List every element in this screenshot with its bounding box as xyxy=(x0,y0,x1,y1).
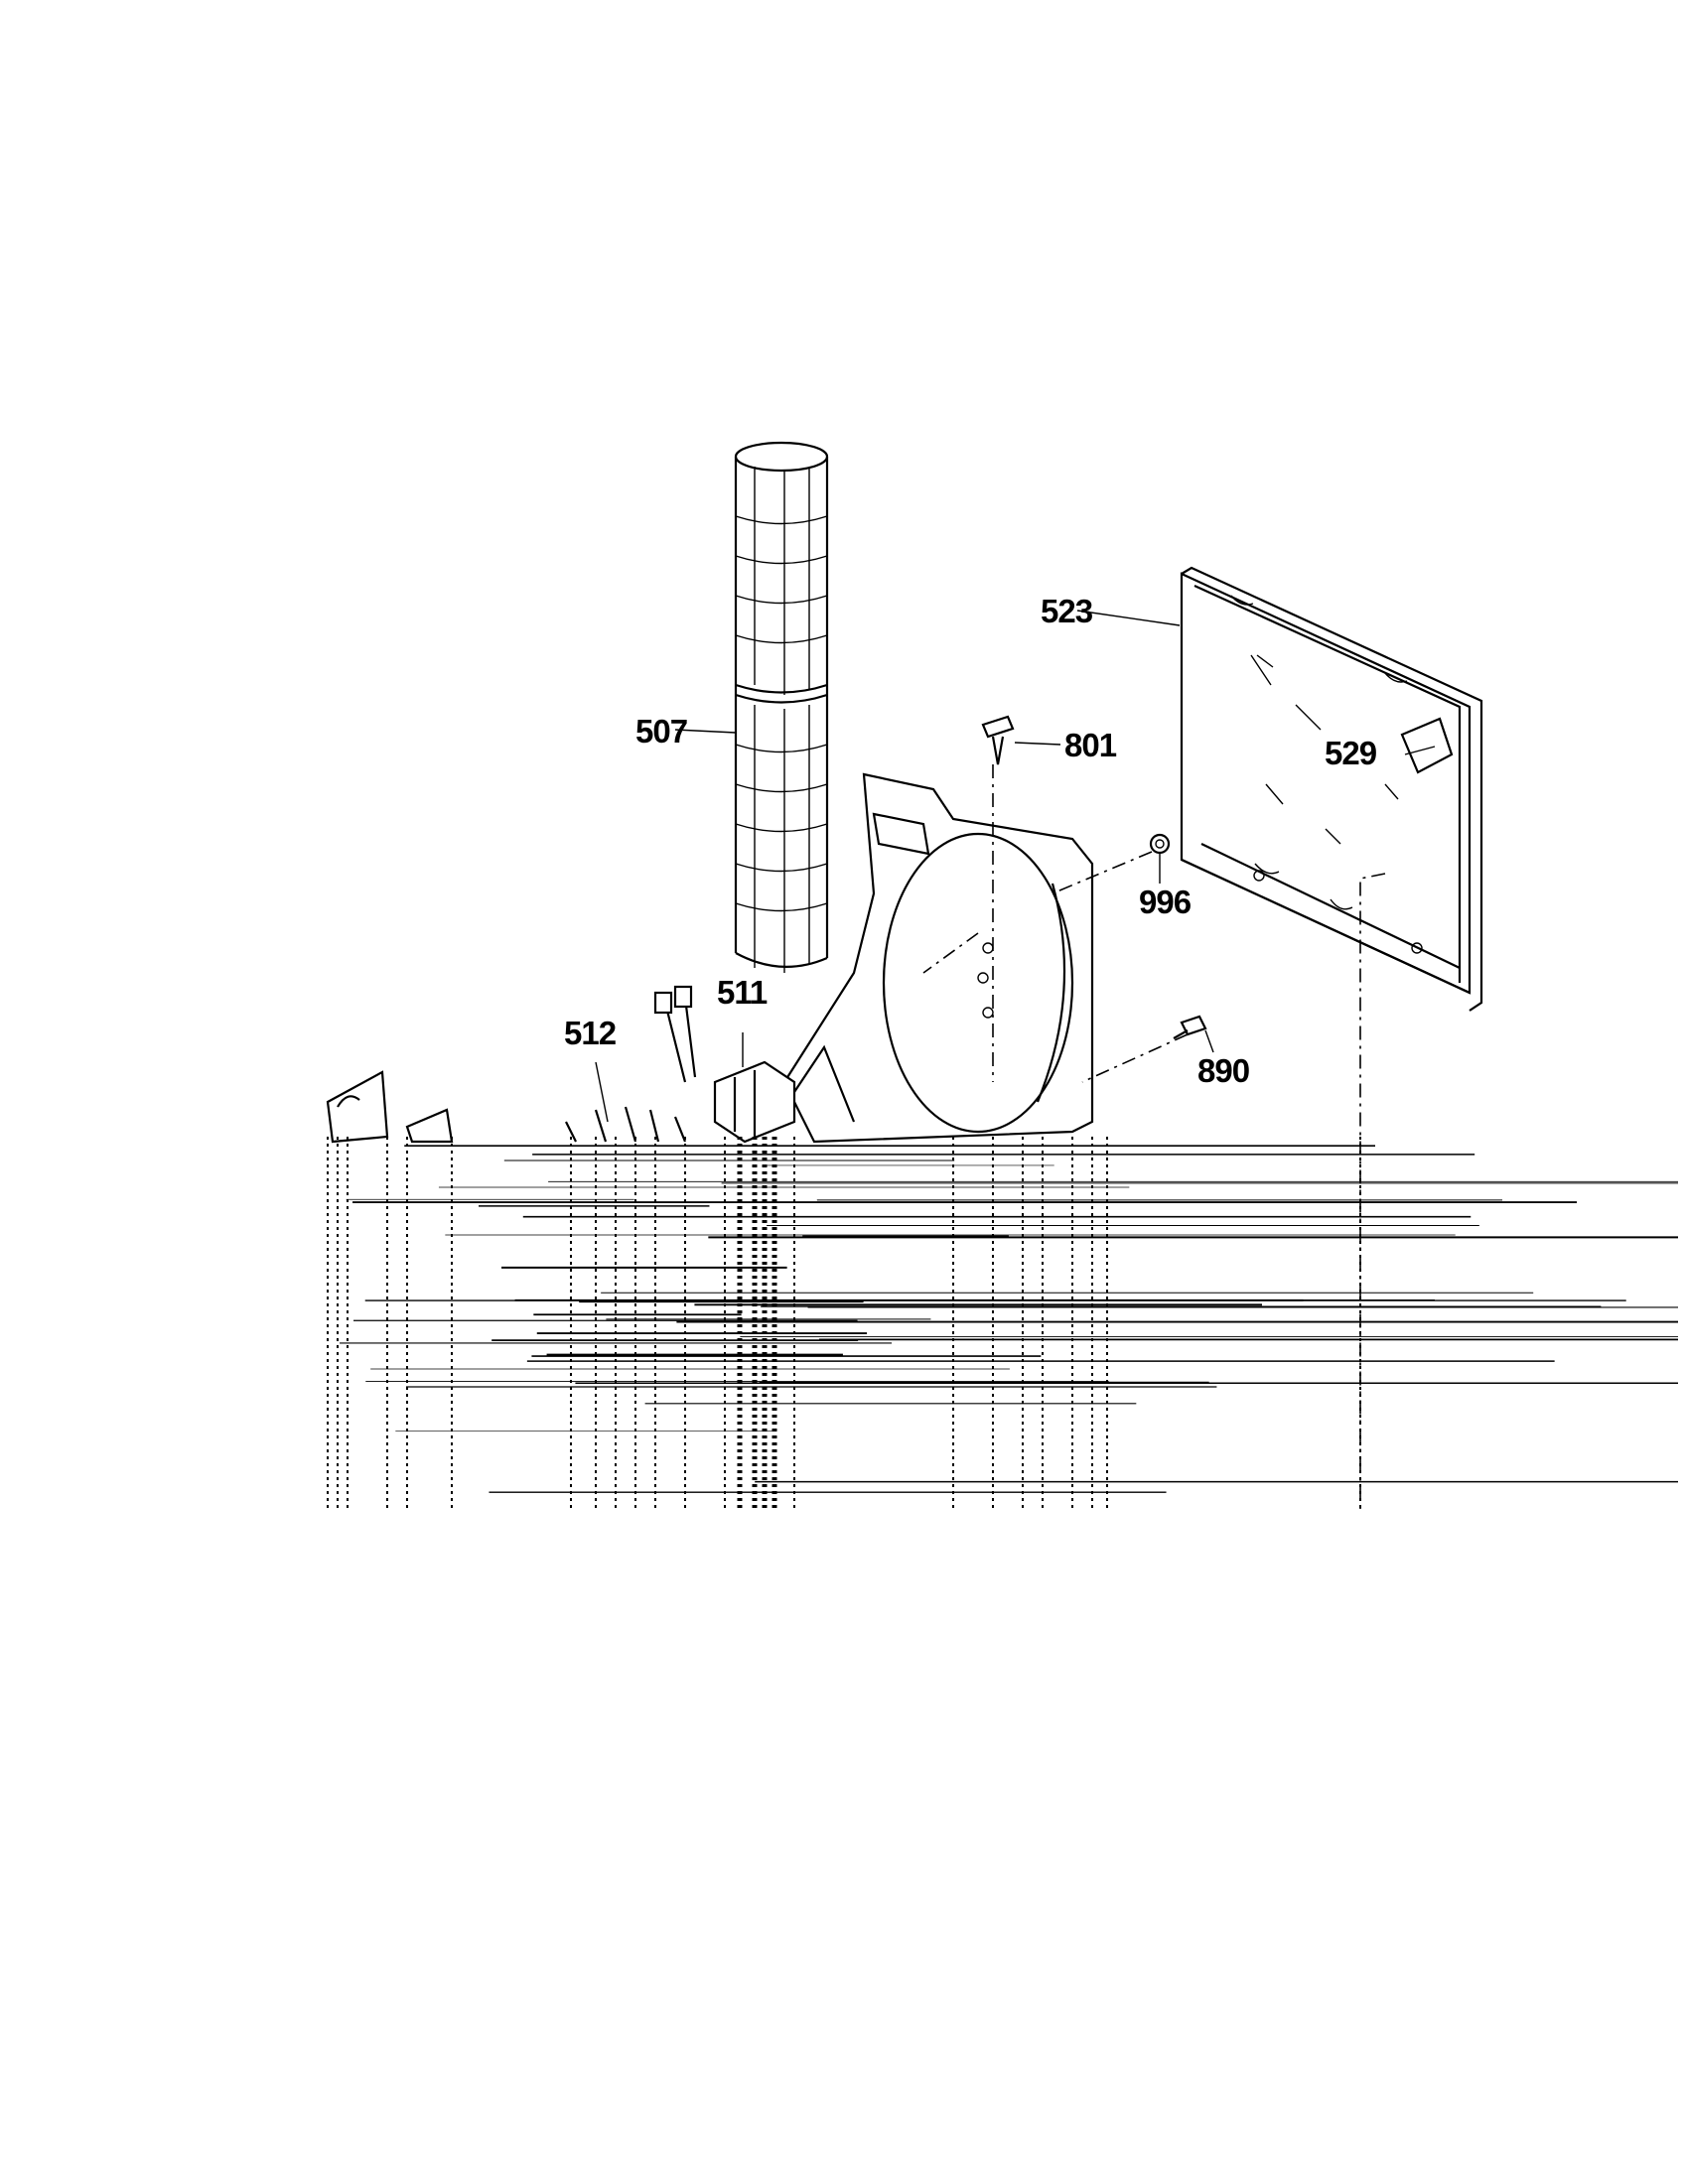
motor-511-part xyxy=(653,985,796,1144)
callout-512: 512 xyxy=(564,1015,617,1051)
callout-523: 523 xyxy=(1041,593,1093,629)
callout-890: 890 xyxy=(1197,1052,1249,1089)
callout-529: 529 xyxy=(1325,735,1377,771)
blower-wheel-part xyxy=(734,441,829,973)
callout-labels: 507 511 512 523 529 801 996 890 xyxy=(564,593,1378,1089)
callout-511: 511 xyxy=(717,974,768,1011)
nut-996-part xyxy=(1149,833,1171,855)
blower-housing-part xyxy=(782,772,1094,1144)
clip-strips-512-part xyxy=(326,1070,687,1144)
callout-801: 801 xyxy=(1064,727,1117,763)
callout-996: 996 xyxy=(1139,884,1192,920)
scan-artifact-band xyxy=(327,1137,1678,1509)
screw-801-part xyxy=(981,715,1015,765)
panel-box-part xyxy=(1180,566,1483,1012)
callout-507: 507 xyxy=(635,713,687,750)
bolt-890-part xyxy=(1173,1015,1207,1039)
leader-lines xyxy=(595,610,1436,1509)
